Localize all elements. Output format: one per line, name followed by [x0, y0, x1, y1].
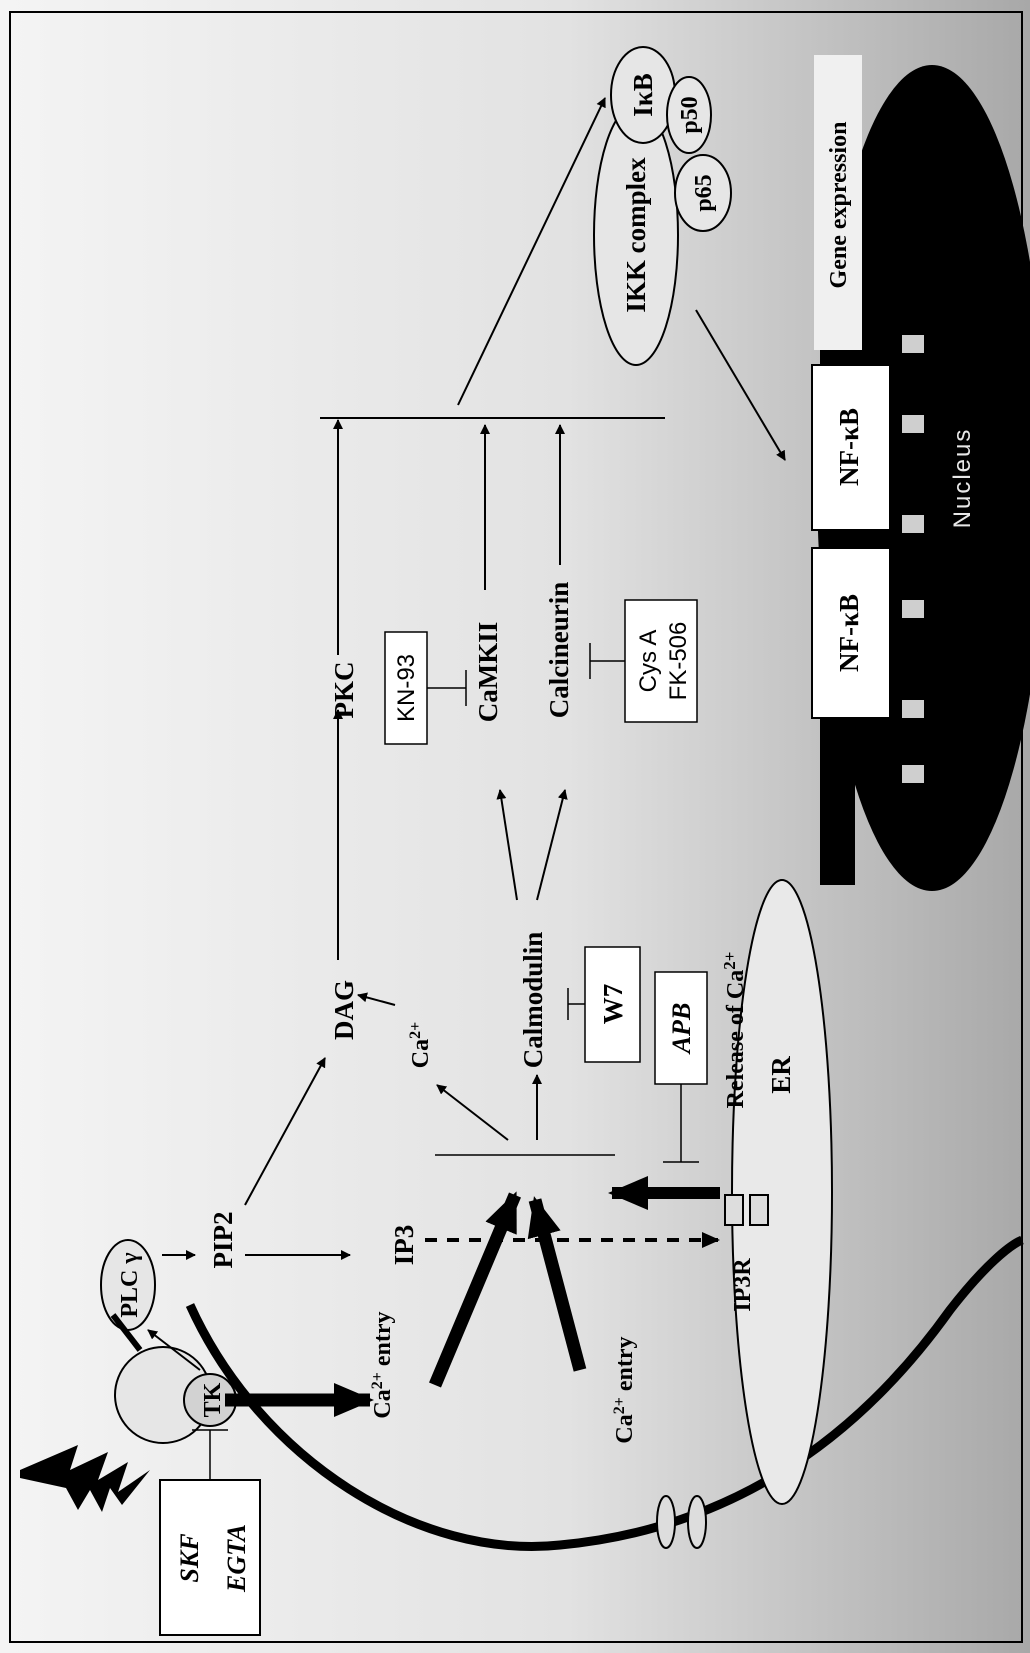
plc-label: PLC γ	[117, 1252, 143, 1317]
nfkb-label: NF-κB	[834, 594, 864, 672]
release-calcium-label: Release of Ca2+	[720, 952, 749, 1109]
pip2-label: PIP2	[208, 1212, 238, 1269]
ikk-label: IKK complex	[621, 157, 651, 313]
ip3-label: IP3	[389, 1225, 419, 1266]
ikb-label: IκB	[628, 73, 658, 117]
calcium-entry-bottom-label: Ca2+ entry	[611, 1336, 638, 1443]
p65-label: p65	[691, 174, 717, 211]
er-label: ER	[766, 1056, 796, 1094]
dag-label: DAG	[329, 980, 359, 1040]
fk506-label: FK-506	[665, 622, 692, 701]
egta-label: EGTA	[222, 1524, 251, 1593]
cysa-label: Cys A	[635, 630, 662, 693]
calcium-channel	[688, 1496, 706, 1548]
calmodulin-label: Calmodulin	[518, 932, 548, 1069]
gene-expression-label: Gene expression	[826, 122, 852, 289]
apb-label: APB	[667, 1003, 696, 1056]
p50-label: p50	[677, 96, 703, 133]
nfkb-label: NF-κB	[834, 408, 864, 486]
tk-label: TK	[200, 1382, 226, 1417]
kn93-label: KN-93	[393, 654, 420, 722]
calcium-channel	[657, 1496, 675, 1548]
camkii-label: CaMKII	[473, 622, 503, 723]
w7-label: W7	[598, 984, 628, 1025]
calcineurin-label: Calcineurin	[544, 582, 574, 719]
pkc-label: PKC	[329, 662, 359, 719]
ip3r-label: IP3R	[730, 1258, 756, 1312]
calcium-entry-top-label: Ca2+ entry	[369, 1311, 396, 1418]
nucleus-label: Nucleus	[949, 428, 976, 529]
ip3-receptor	[725, 1195, 743, 1225]
ip3-receptor	[750, 1195, 768, 1225]
skf-label: SKF	[175, 1533, 204, 1582]
